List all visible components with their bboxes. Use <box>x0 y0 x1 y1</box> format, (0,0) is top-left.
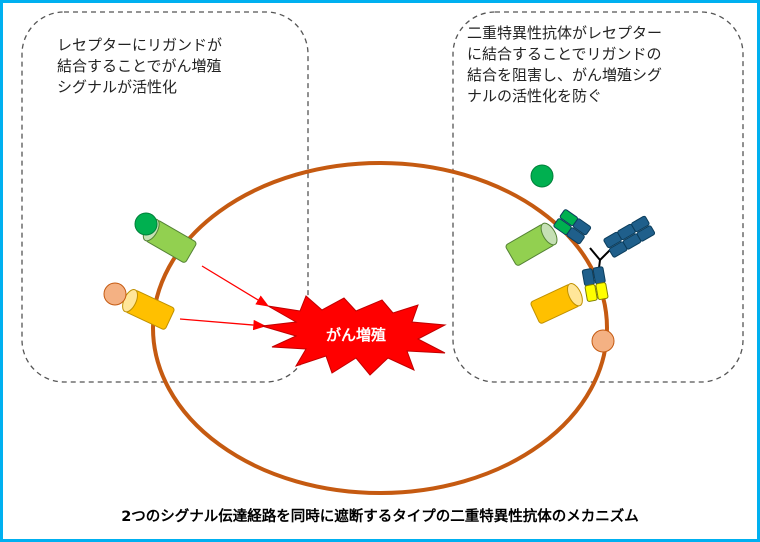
signal-arrow-upper <box>202 266 268 306</box>
right-yellow-receptor <box>530 281 585 324</box>
figure-caption: 2つのシグナル伝達経路を同時に遮断するタイプの二重特異性抗体のメカニズム <box>0 505 760 526</box>
right-green-receptor <box>505 221 560 267</box>
right-salmon-ligand <box>592 330 614 352</box>
left-panel-note: レセプターにリガンドが 結合することでがん増殖 シグナルが活性化 <box>57 35 287 98</box>
left-salmon-ligand <box>104 283 126 305</box>
left-green-ligand <box>135 213 157 235</box>
signal-arrow-lower <box>180 319 265 326</box>
cancer-growth-label: がん増殖 <box>326 326 386 344</box>
left-yellow-receptor <box>120 287 175 330</box>
right-green-ligand <box>531 165 553 187</box>
right-panel-note: 二重特異性抗体がレセプター に結合することでリガンドの 結合を阻害し、がん増殖シ… <box>467 23 737 107</box>
